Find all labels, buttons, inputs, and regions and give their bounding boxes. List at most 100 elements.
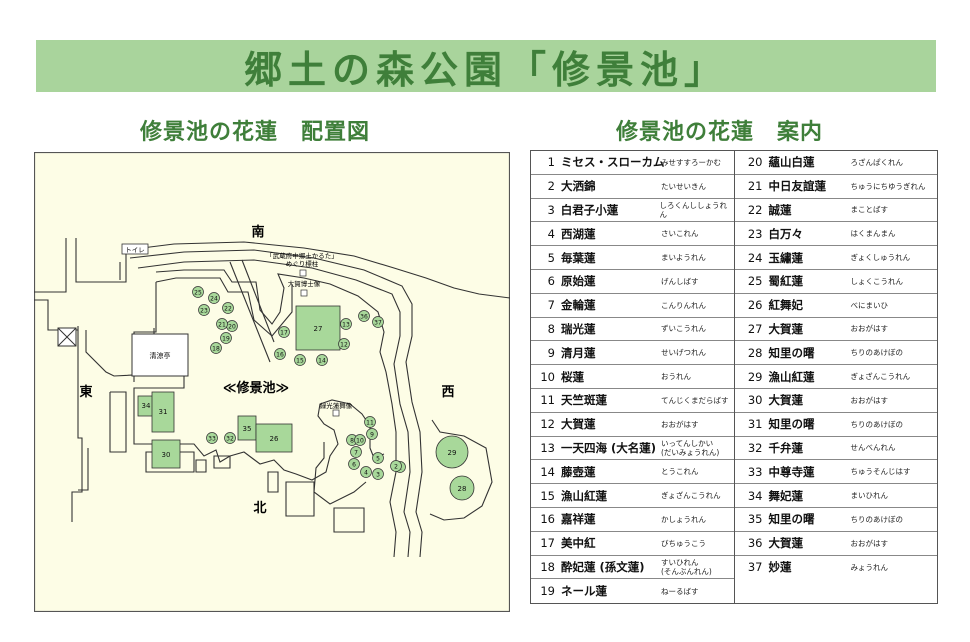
bed-27 — [295, 305, 341, 351]
bed-label-35: 35 — [243, 425, 252, 433]
guide-reading: はくまんまん — [850, 229, 896, 239]
guide-number: 24 — [747, 250, 763, 265]
guide-name: 蘊山白蓮 — [768, 155, 815, 170]
bed-11 — [364, 416, 376, 428]
guide-number: 19 — [540, 584, 555, 599]
page-title: 郷土の森公園「修景池」 — [243, 47, 728, 92]
guide-reading: まいようれん — [661, 253, 706, 263]
guide-name: 藤壺蓮 — [561, 464, 596, 479]
bed-label-4: 4 — [364, 469, 368, 476]
guide-reading: みょうれん — [850, 562, 889, 572]
bed-13 — [340, 318, 352, 330]
pond-label: ≪修景池≫ — [223, 380, 289, 396]
bed-12 — [338, 338, 350, 350]
bed-23 — [198, 304, 210, 316]
bed-label-32: 32 — [226, 435, 234, 442]
guide-reading: ちゅうにちゆうぎれん — [850, 181, 926, 191]
guide-reading: ねーるばす — [661, 586, 699, 596]
small-beds: 1234567891011121314151617181920212223242… — [192, 286, 406, 480]
direction-south: 南 — [251, 224, 264, 240]
guide-name: 知里の曙 — [768, 345, 815, 360]
guide-number: 14 — [540, 464, 555, 479]
guide-number: 31 — [747, 417, 763, 432]
bed-label-16: 16 — [276, 351, 284, 358]
guide-name: 大賀蓮 — [768, 536, 804, 551]
guide-name: 桜蓮 — [561, 369, 584, 384]
guide-reading: せんべんれん — [850, 443, 896, 453]
bed-label-18: 18 — [212, 345, 220, 352]
bed-label-2: 2 — [394, 463, 398, 470]
guide-reading: しろくんししょうれん — [659, 200, 727, 219]
guide-number: 33 — [747, 464, 763, 479]
direction-north: 北 — [253, 501, 266, 516]
guide-name: 舞妃蓮 — [768, 488, 804, 503]
guide-name: 嘉祥蓮 — [561, 512, 596, 527]
guide-name: 大賀蓮 — [768, 393, 804, 408]
bed-28 — [449, 475, 475, 501]
bed-label-6: 6 — [352, 461, 356, 468]
guide-number: 20 — [747, 155, 763, 170]
guide-reading: ちゅうそんじはす — [850, 467, 911, 477]
map-frame — [34, 152, 510, 612]
guide-reading: まいひれん — [850, 491, 889, 501]
guide-number: 15 — [540, 488, 555, 503]
bed-label-33: 33 — [208, 435, 216, 442]
bed-14 — [316, 354, 328, 366]
bed-label-19: 19 — [222, 335, 230, 342]
direction-east: 東 — [79, 384, 92, 400]
bed-label-12: 12 — [340, 341, 348, 348]
guide-name: 金輪蓮 — [561, 298, 596, 313]
bed-19 — [220, 332, 232, 344]
guide-name: 蜀紅蓮 — [768, 274, 804, 289]
guide-name: 白君子小蓮 — [560, 202, 619, 217]
guide-number: 36 — [747, 536, 763, 551]
guide-name: ネール蓮 — [561, 584, 607, 599]
bed-3 — [372, 468, 384, 480]
guide-reading: ぎょくしゅうれん — [850, 253, 911, 263]
guide-row-19: 19 ネール蓮 ねーるばす — [531, 579, 734, 603]
guide-reading: ずいこうれん — [661, 324, 706, 334]
guide-name: 大賀蓮 — [768, 321, 804, 336]
bed-31 — [151, 391, 175, 433]
guide-name: 妙蓮 — [768, 560, 792, 575]
bed-10 — [354, 434, 366, 446]
guide-reading: こんりんれん — [661, 300, 706, 310]
guide-number: 4 — [547, 226, 555, 241]
bed-4 — [360, 466, 372, 478]
bed-32 — [224, 432, 236, 444]
bed-22 — [222, 302, 234, 314]
bed-16 — [274, 348, 286, 360]
guide-number: 35 — [747, 512, 763, 527]
bed-6 — [348, 458, 360, 470]
bed-label-22: 22 — [224, 305, 232, 312]
bed-label-10: 10 — [356, 437, 364, 444]
guide-number: 32 — [747, 440, 763, 455]
guide-reading: せいげつれん — [661, 348, 706, 358]
guide-reading: みせすすろーかむ — [661, 157, 721, 167]
guide-number: 18 — [540, 559, 555, 574]
bed-label-28: 28 — [458, 485, 467, 493]
guide-number: 13 — [540, 440, 555, 455]
karuta-label-2: めぐり標柱 — [286, 259, 319, 268]
guide-reading: まことばす — [850, 205, 889, 215]
guide-number: 9 — [547, 345, 555, 360]
guide-number: 16 — [540, 512, 555, 527]
guide-name: 一天四海 (大名蓮) — [561, 440, 657, 455]
guide-reading: しょくこうれん — [850, 276, 904, 286]
bed-18 — [210, 342, 222, 354]
guide-number: 26 — [747, 298, 763, 313]
bed-label-30: 30 — [162, 451, 171, 459]
